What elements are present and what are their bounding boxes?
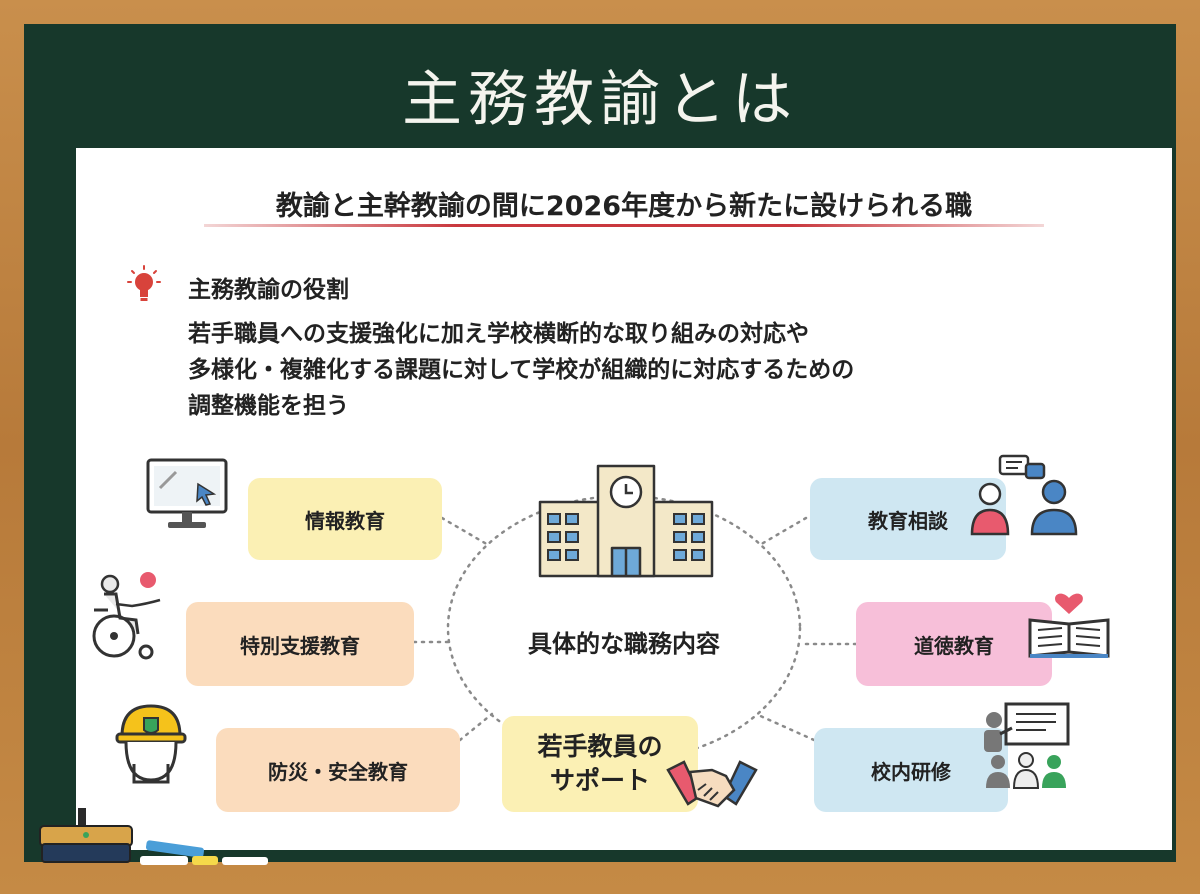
role-heading: 主務教諭の役割 xyxy=(188,277,349,303)
consultation-icon xyxy=(970,454,1078,536)
subtitle: 教諭と主幹教諭の間に2026年度から新たに設けられる職 xyxy=(275,191,973,222)
chalk-icon xyxy=(140,840,268,865)
support-line-1: 若手教員の xyxy=(537,732,663,761)
subtitle-underline xyxy=(204,224,1044,227)
duty-school-training: 校内研修 xyxy=(814,728,1008,812)
center-label: 具体的な職務内容 xyxy=(528,630,720,658)
lightbulb-icon xyxy=(127,265,161,301)
presentation-icon xyxy=(984,702,1070,789)
duty-disaster-safety: 防災・安全教育 xyxy=(216,728,460,812)
handshake-icon xyxy=(666,760,758,808)
duty-young-teacher-support: 若手教員の サポート xyxy=(502,716,698,812)
role-line: 若手職員への支援強化に加え学校横断的な取り組みの対応や xyxy=(188,321,809,347)
book-heart-icon xyxy=(1028,593,1110,658)
school-icon xyxy=(538,464,714,578)
duty-counseling: 教育相談 xyxy=(810,478,1006,560)
eraser-icon xyxy=(39,808,133,863)
chalkboard: 主務教諭とは 教諭と主幹教諭の間に2026年度から新たに設けられる職 主務教諭の… xyxy=(24,24,1176,862)
duty-info-education: 情報教育 xyxy=(248,478,442,560)
role-line: 調整機能を担う xyxy=(188,393,349,419)
role-description: 若手職員への支援強化に加え学校横断的な取り組みの対応や 多様化・複雑化する課題に… xyxy=(188,316,854,424)
computer-icon xyxy=(146,458,228,528)
helmet-icon xyxy=(115,704,187,784)
duty-special-support: 特別支援教育 xyxy=(186,602,414,686)
duty-moral-education: 道徳教育 xyxy=(856,602,1052,686)
page-title: 主務教諭とは xyxy=(402,65,798,135)
role-line: 多様化・複雑化する課題に対して学校が組織的に対応するための xyxy=(188,357,855,383)
wheelchair-icon xyxy=(92,572,161,660)
support-line-2: サポート xyxy=(549,766,650,795)
